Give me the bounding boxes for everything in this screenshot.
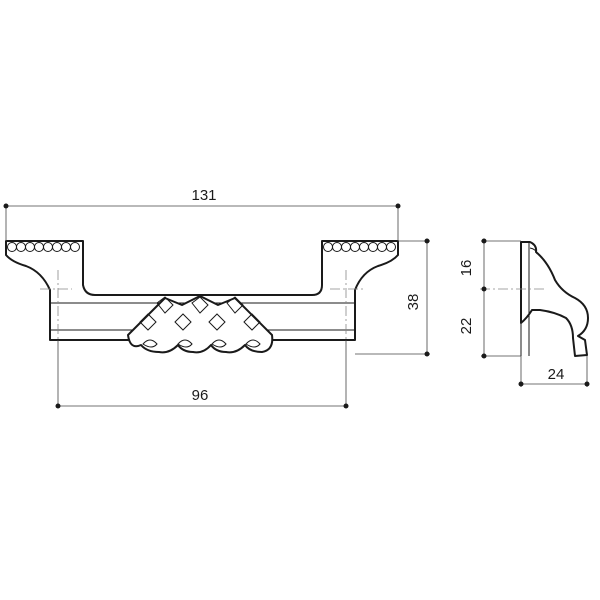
beaded-rim-right: [323, 242, 396, 252]
dimension-height: 38: [355, 238, 430, 357]
dimension-label-24: 24: [548, 366, 565, 383]
dimension-label-96: 96: [192, 387, 209, 404]
dimension-hole-spacing: 96: [55, 340, 349, 409]
beaded-rim-left: [7, 242, 80, 252]
dimension-depth: 16 22: [458, 238, 521, 359]
dimension-label-131: 131: [191, 187, 216, 204]
handle-side-view: [480, 241, 589, 357]
handle-front-view: [5, 240, 399, 354]
side-profile-outline: [520, 241, 589, 357]
dimension-label-38: 38: [405, 294, 422, 311]
dimension-label-16: 16: [458, 260, 475, 277]
dimension-projection: 24: [518, 356, 590, 387]
dimension-label-22: 22: [458, 318, 475, 335]
dimension-overall-length: 131: [3, 187, 401, 241]
handle-body-outline: [5, 240, 399, 341]
lattice-ornament: [127, 295, 274, 354]
